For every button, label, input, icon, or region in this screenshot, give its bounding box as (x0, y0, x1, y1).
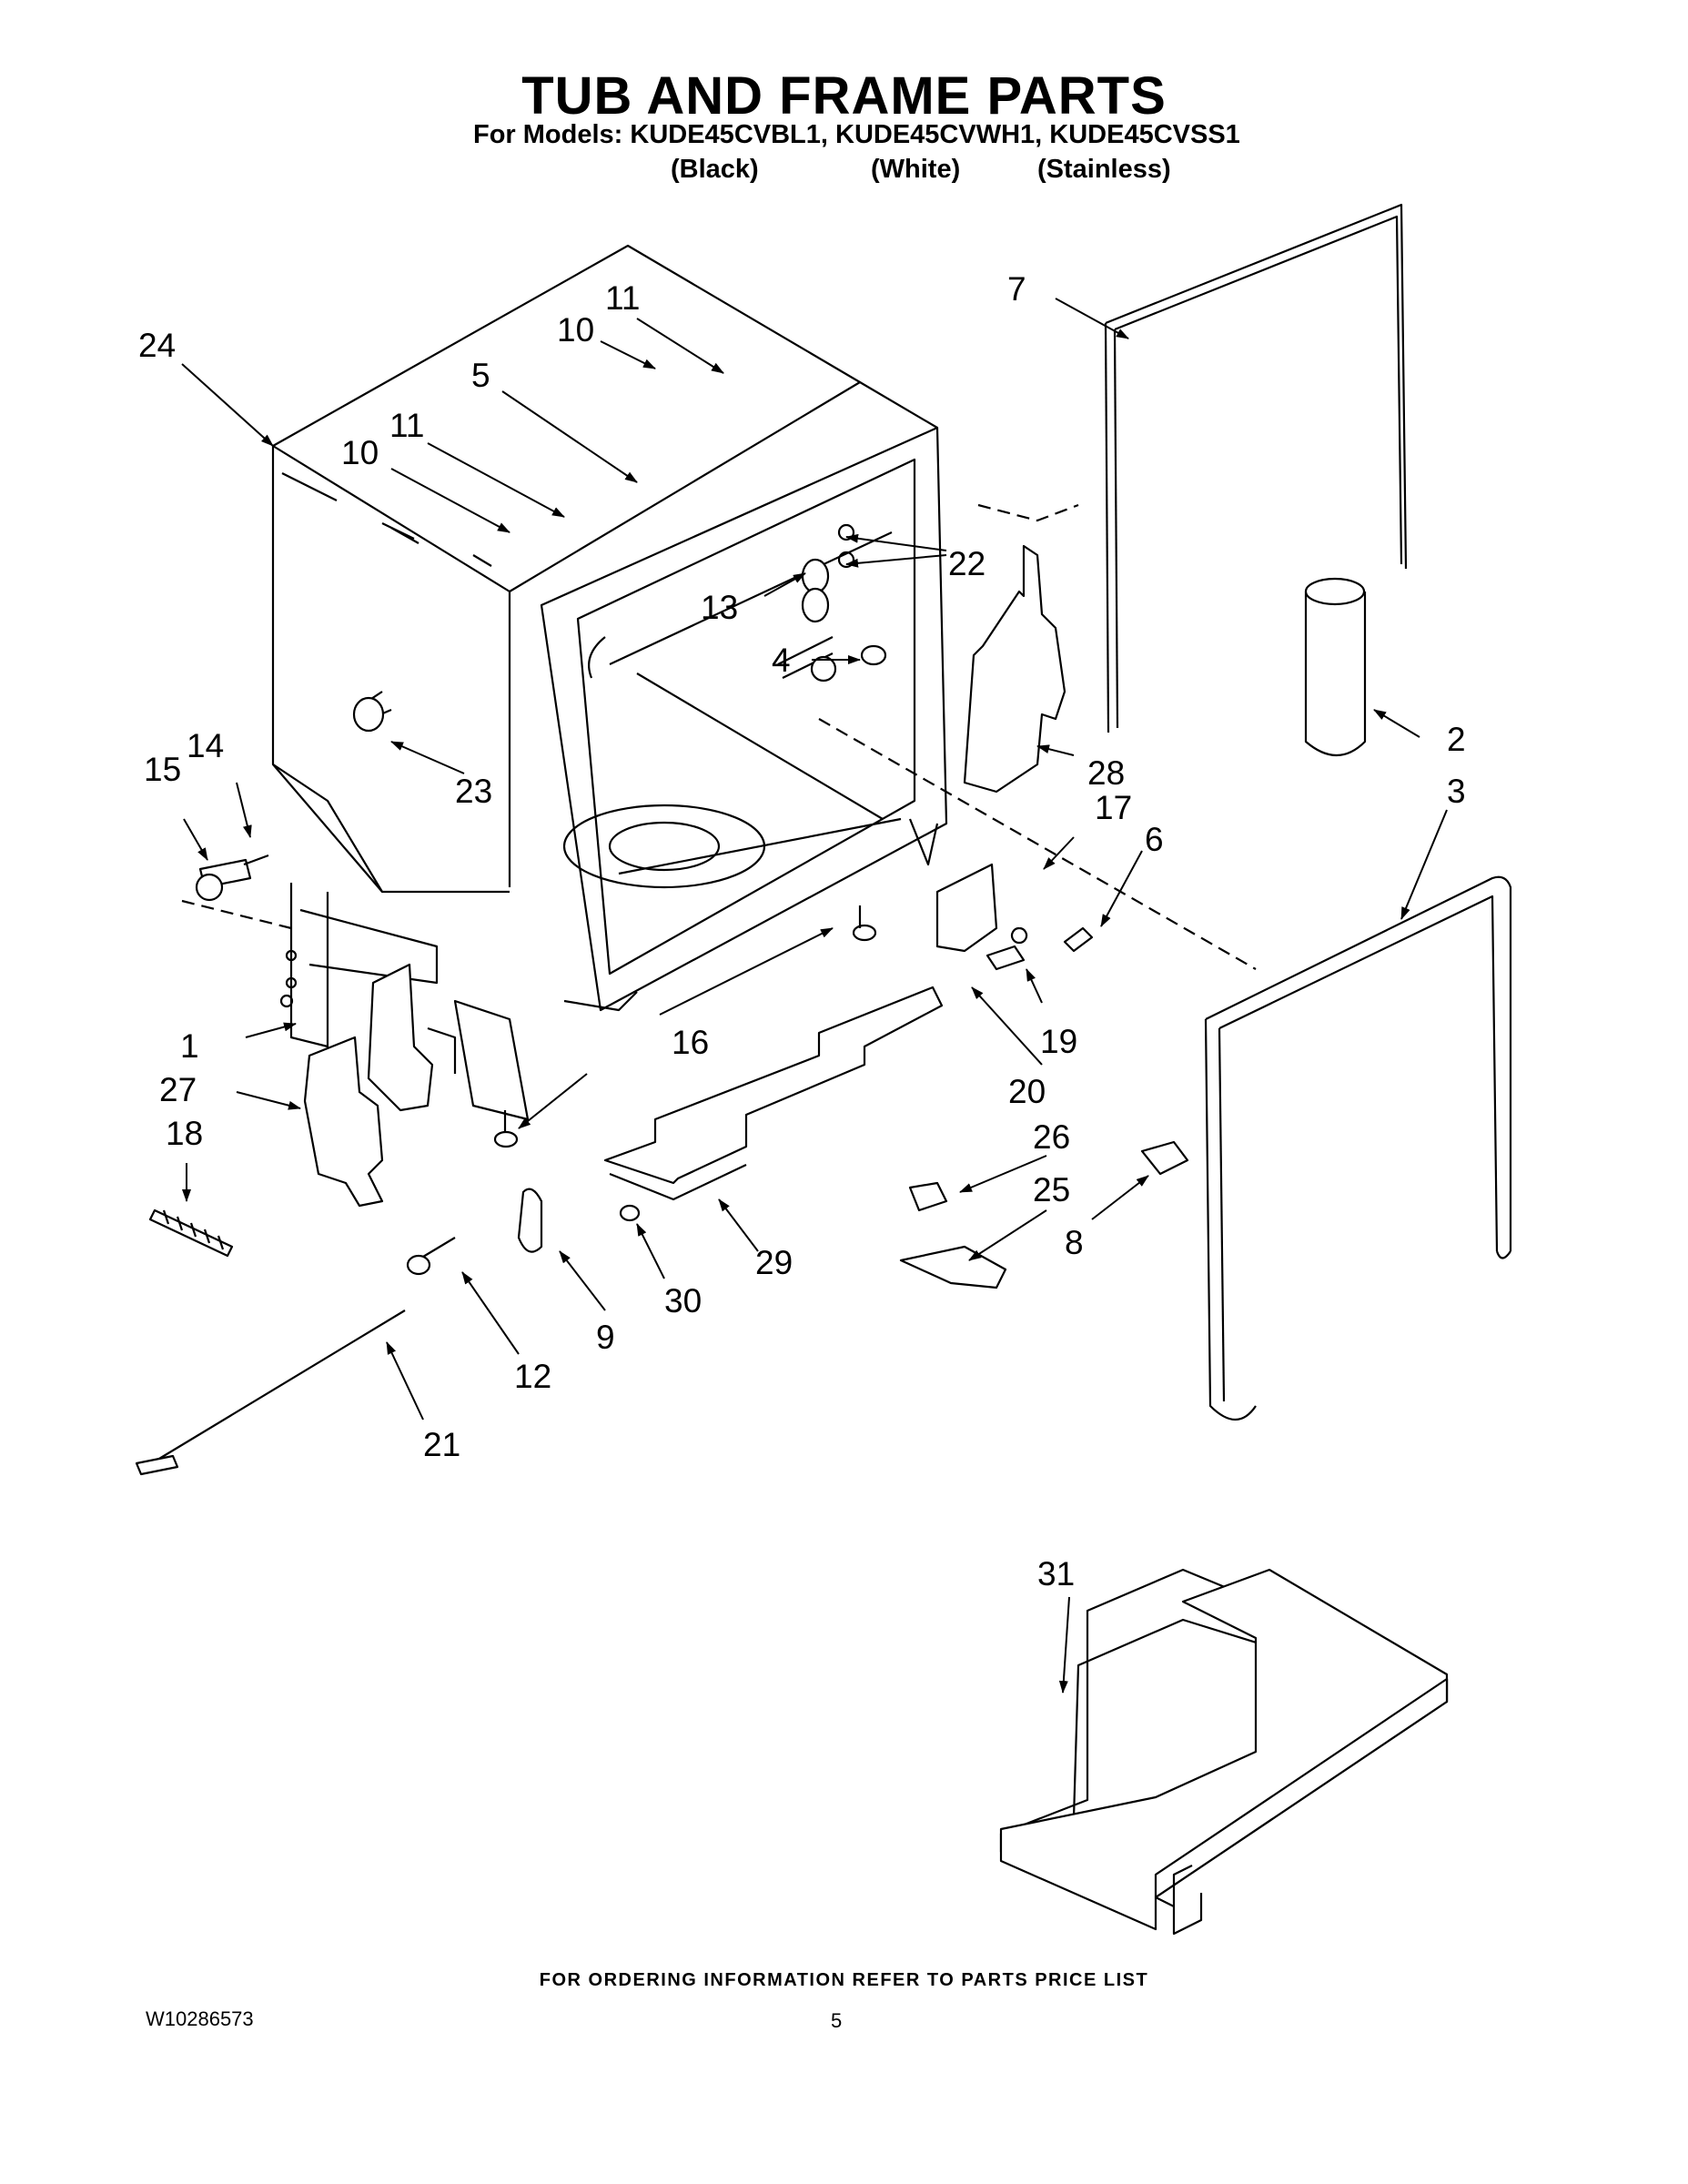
callout-18: 18 (166, 1115, 203, 1152)
callout-3: 3 (1447, 773, 1466, 810)
hinge-bracket-right (963, 544, 1066, 794)
tube-part (1304, 577, 1367, 756)
callout-7: 7 (1007, 270, 1026, 308)
callout-2: 2 (1447, 721, 1466, 758)
callout-10-left: 10 (341, 434, 379, 471)
callout-labels: 24 11 10 5 11 10 7 22 13 4 2 28 3 23 14 … (138, 270, 1466, 1592)
callout-16: 16 (672, 1024, 709, 1061)
callout-25: 25 (1033, 1171, 1070, 1208)
callout-8: 8 (1065, 1224, 1084, 1261)
mount-bracket (935, 863, 998, 953)
callout-15: 15 (144, 751, 181, 788)
callout-4: 4 (772, 642, 791, 679)
callout-10-top: 10 (557, 311, 594, 349)
callout-26: 26 (1033, 1118, 1070, 1156)
callout-29: 29 (755, 1244, 793, 1281)
callout-19: 19 (1040, 1023, 1077, 1060)
callout-13: 13 (701, 589, 738, 626)
callout-20: 20 (1008, 1073, 1046, 1110)
callout-11-left: 11 (389, 407, 424, 444)
callout-22: 22 (948, 545, 986, 582)
callout-11-top: 11 (605, 279, 640, 317)
base-plate (603, 986, 944, 1185)
lower-gasket (1204, 875, 1512, 1421)
door-cable (140, 1309, 406, 1471)
variant-white: (White) (871, 155, 961, 184)
insulation-pad (999, 1568, 1449, 1936)
callout-17: 17 (1095, 789, 1132, 826)
callout-28: 28 (1087, 754, 1125, 792)
page-number: 5 (831, 2009, 843, 2032)
callout-5: 5 (471, 357, 490, 394)
document-number: W10286573 (146, 2007, 254, 2030)
page-title: TUB AND FRAME PARTS (521, 66, 1167, 126)
hinge-bracket-left (303, 1036, 384, 1208)
callout-14: 14 (187, 727, 224, 764)
callout-6: 6 (1145, 821, 1164, 858)
callout-21: 21 (423, 1426, 460, 1463)
leader-arrows (181, 298, 1448, 1694)
callout-24: 24 (138, 327, 176, 364)
callout-9: 9 (596, 1319, 615, 1356)
callout-31: 31 (1037, 1555, 1075, 1592)
ordering-note: FOR ORDERING INFORMATION REFER TO PARTS … (539, 1970, 1149, 1990)
callout-23: 23 (455, 773, 492, 810)
variant-stainless: (Stainless) (1037, 155, 1171, 184)
models-line: For Models: KUDE45CVBL1, KUDE45CVWH1, KU… (473, 120, 1240, 149)
door-gasket (1104, 203, 1408, 733)
callout-27: 27 (159, 1071, 197, 1108)
callout-12: 12 (514, 1358, 551, 1395)
door-spring (148, 1208, 234, 1258)
variant-black: (Black) (671, 155, 759, 184)
hardware-screws (195, 523, 1189, 1289)
callout-1: 1 (180, 1027, 199, 1065)
callout-30: 30 (664, 1282, 702, 1320)
tub-assembly (271, 244, 948, 1121)
